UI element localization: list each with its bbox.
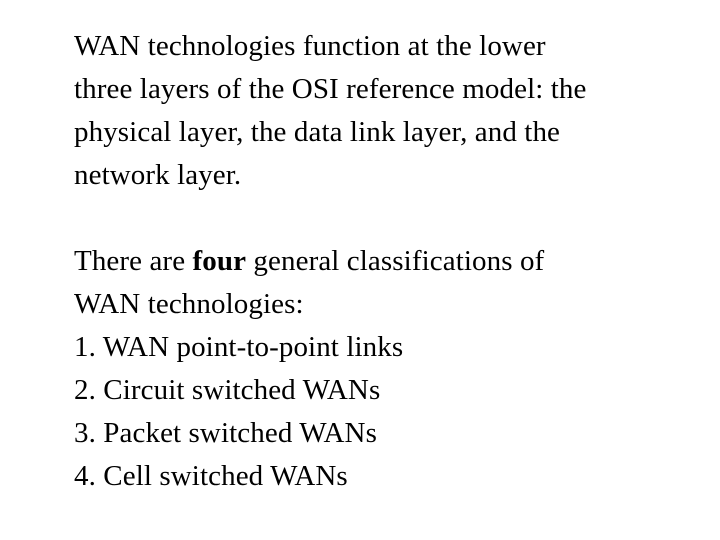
paragraph2-intro-line-2: WAN technologies:	[74, 288, 304, 320]
list-item-1: 1. WAN point-to-point links	[74, 331, 404, 363]
list-item-2: 2. Circuit switched WANs	[74, 374, 381, 406]
paragraph-osi-layers: WAN technologies function at the lower t…	[74, 25, 674, 197]
paragraph-spacer	[74, 197, 674, 240]
paragraph1-line-4: network layer.	[74, 159, 242, 191]
slide-body-text: WAN technologies function at the lower t…	[74, 25, 674, 498]
list-item-3: 3. Packet switched WANs	[74, 417, 377, 449]
list-item-4: 4. Cell switched WANs	[74, 460, 348, 492]
paragraph1-line-1: WAN technologies function at the lower	[74, 30, 546, 62]
intro-emphasis-four: four	[192, 245, 247, 277]
paragraph1-line-3: physical layer, the data link layer, and…	[74, 116, 561, 148]
intro-text-before-bold: There are	[74, 245, 193, 277]
paragraph1-line-2: three layers of the OSI reference model:…	[74, 73, 587, 105]
paragraph-wan-classifications: There are four general classifications o…	[74, 240, 674, 498]
paragraph2-intro-line-1: There are four general classifications o…	[74, 240, 674, 283]
intro-text-after-bold: general classifications of	[246, 245, 545, 277]
